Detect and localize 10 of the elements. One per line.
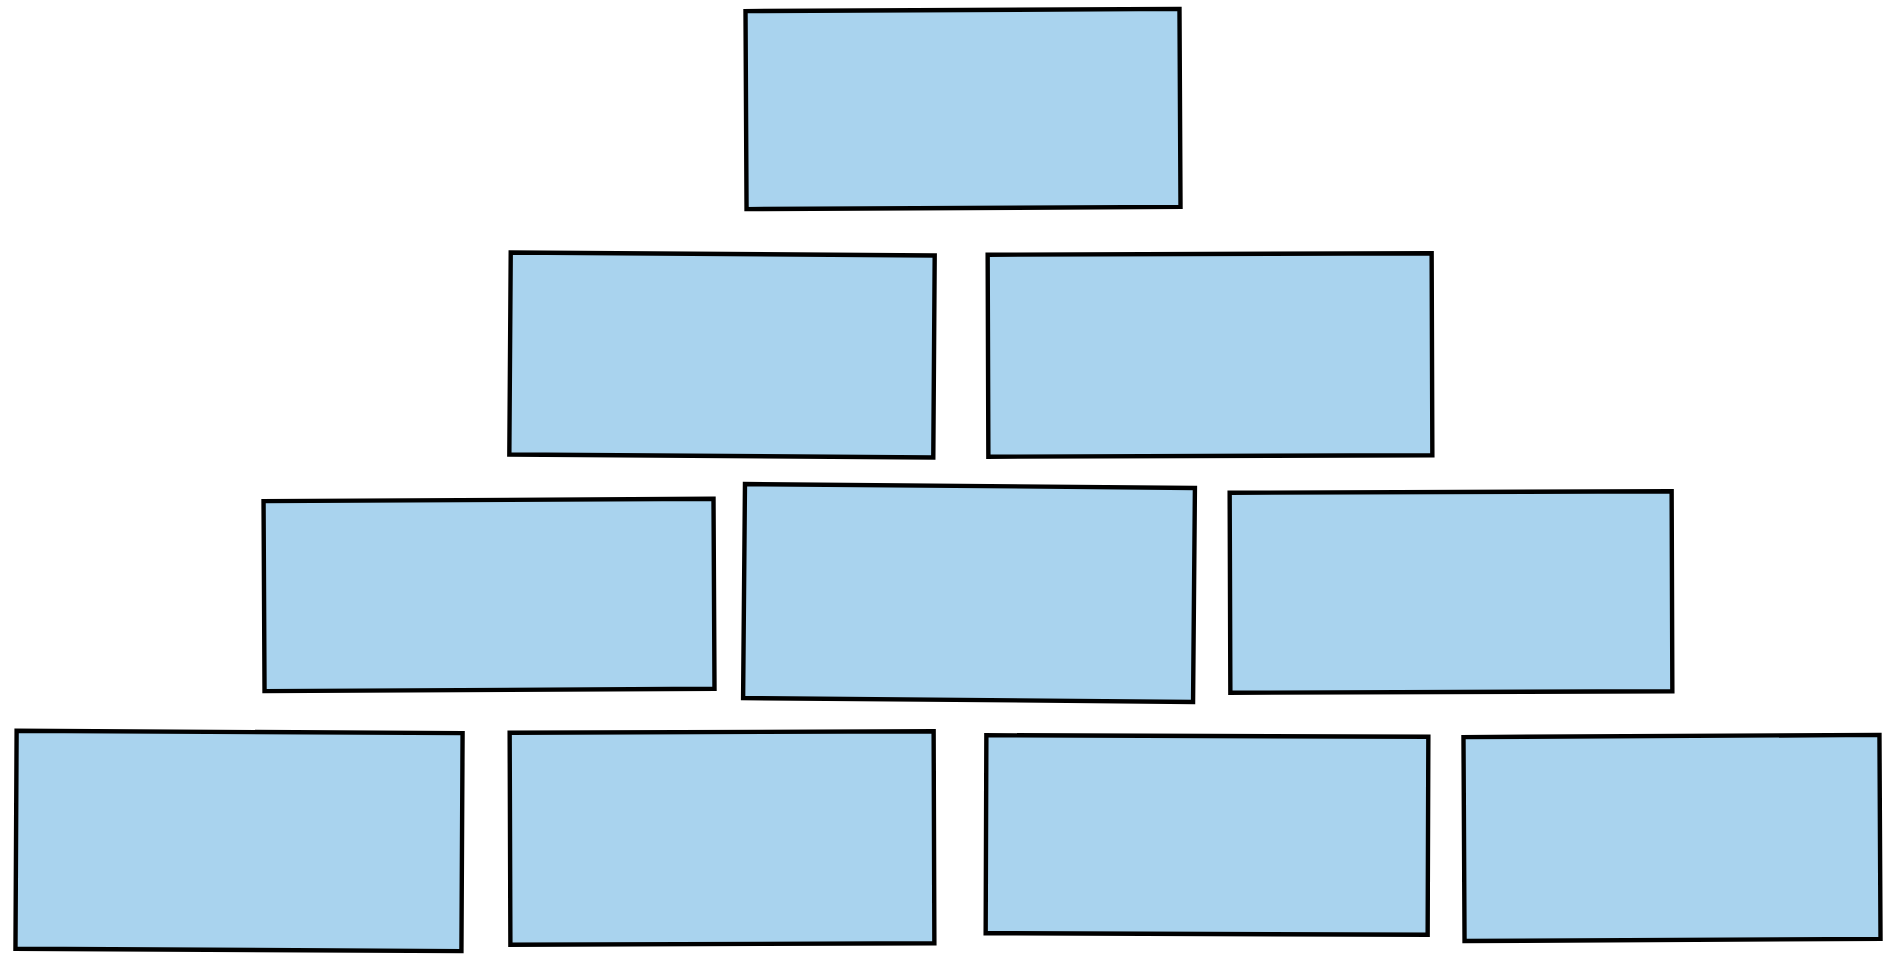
box bbox=[740, 481, 1198, 705]
box bbox=[985, 251, 1435, 459]
box bbox=[13, 728, 465, 954]
box bbox=[261, 496, 717, 694]
box bbox=[743, 6, 1183, 212]
box bbox=[507, 729, 937, 947]
box bbox=[983, 733, 1431, 937]
box bbox=[507, 250, 937, 460]
box bbox=[1461, 732, 1883, 944]
box bbox=[1227, 489, 1675, 695]
